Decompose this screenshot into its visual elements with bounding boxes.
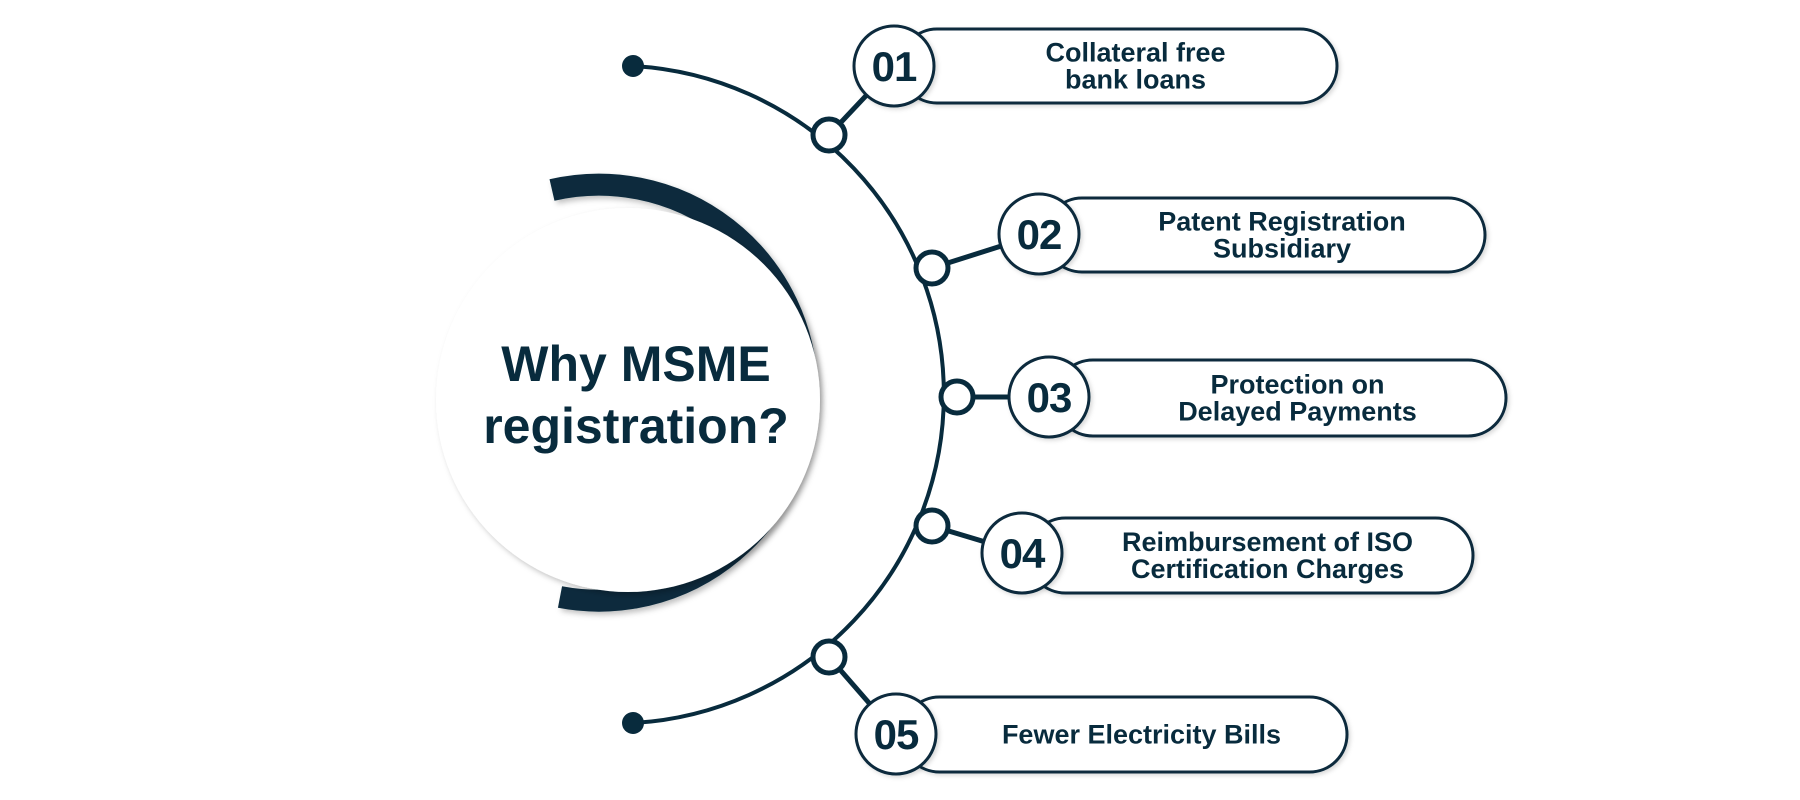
title-line-2: registration?: [483, 398, 789, 454]
benefit-item: 05 Fewer Electricity Bills: [810, 638, 1349, 776]
number-badge: [852, 24, 936, 108]
benefit-text-line: Fewer Electricity Bills: [1002, 720, 1281, 750]
number-badge: [1007, 355, 1091, 439]
badge-number: 05: [874, 711, 919, 758]
timeline-node: [938, 378, 976, 416]
timeline-node: [913, 249, 951, 287]
badge-number: 01: [872, 43, 917, 90]
badge-number: 02: [1017, 211, 1062, 258]
benefit-text-line: Certification Charges: [1131, 554, 1404, 584]
badge-number: 03: [1027, 374, 1072, 421]
benefit-text-line: Delayed Payments: [1178, 397, 1417, 427]
benefit-text-line: bank loans: [1065, 65, 1206, 95]
badge-number: 04: [1000, 530, 1046, 577]
central-circle: Why MSME registration?: [436, 173, 820, 612]
benefit-text-line: Subsidiary: [1213, 234, 1351, 264]
timeline-start-dot: [622, 55, 644, 77]
timeline-end-dot: [622, 712, 644, 734]
timeline-node: [810, 116, 848, 154]
benefit-text-line: Protection on: [1211, 370, 1385, 400]
timeline-node: [913, 507, 951, 545]
number-badge: [980, 511, 1064, 595]
number-badge: [854, 692, 938, 776]
number-badge: [997, 192, 1081, 276]
benefit-text-line: Collateral free: [1045, 38, 1225, 68]
timeline-node: [810, 638, 848, 676]
title-line-1: Why MSME: [501, 336, 770, 392]
central-white-disc: [436, 208, 820, 592]
benefit-text-line: Reimbursement of ISO: [1122, 527, 1413, 557]
benefit-text-line: Patent Registration: [1158, 207, 1406, 237]
